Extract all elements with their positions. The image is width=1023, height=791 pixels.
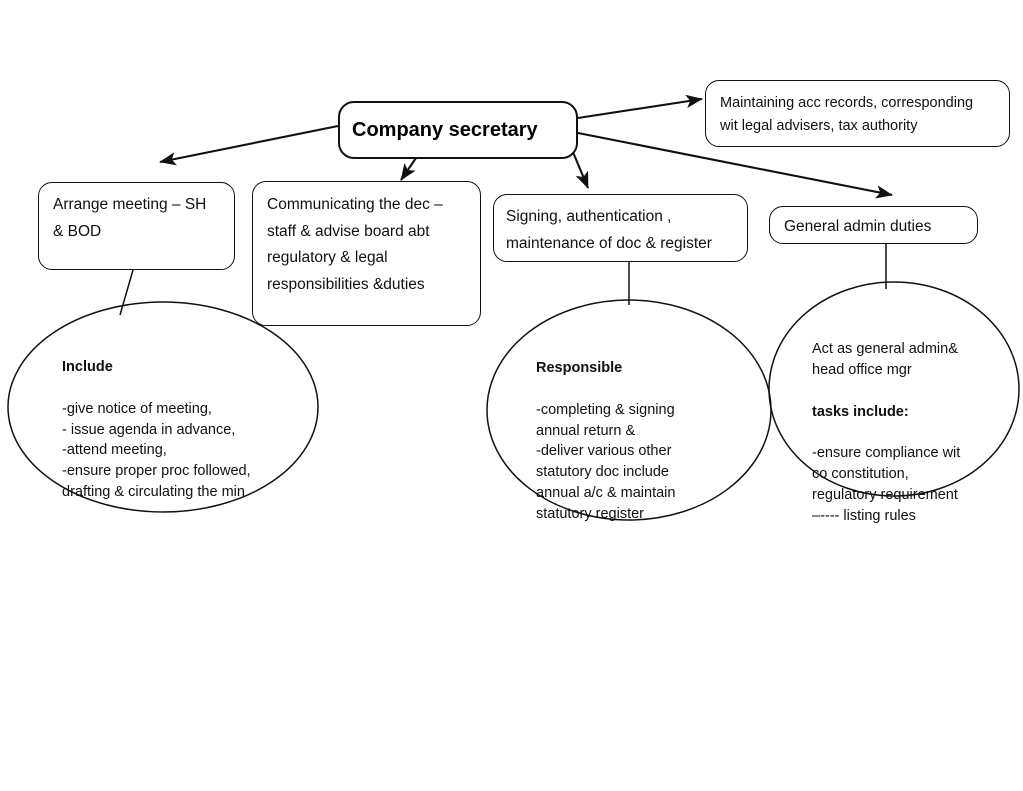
ellipse-responsible-heading: Responsible bbox=[536, 359, 623, 376]
node-general-admin-duties-label: General admin duties bbox=[784, 218, 932, 235]
ellipse-general-admin-detail-text: Act as general admin& head office mgr ta… bbox=[812, 318, 1023, 548]
node-signing-authentication-label: Signing, authentication , maintenance of… bbox=[506, 208, 712, 252]
node-company-secretary-label: Company secretary bbox=[352, 119, 538, 141]
node-accounting-records-label: Maintaining acc records, corresponding w… bbox=[720, 95, 974, 135]
node-signing-authentication[interactable]: Signing, authentication , maintenance of… bbox=[493, 194, 748, 262]
arrow-root-to-communicating bbox=[400, 157, 417, 181]
ellipse-general-admin-intro: Act as general admin& head office mgr bbox=[812, 340, 958, 378]
node-company-secretary[interactable]: Company secretary bbox=[338, 101, 578, 159]
node-general-admin-duties[interactable]: General admin duties bbox=[769, 206, 978, 244]
ellipse-responsible-text: Responsible -completing & signing annual… bbox=[536, 337, 756, 546]
node-communicating-label: Communicating the dec – staff & advise b… bbox=[267, 196, 443, 293]
ellipse-include-body: -give notice of meeting, - issue agenda … bbox=[62, 400, 251, 501]
node-communicating[interactable]: Communicating the dec – staff & advise b… bbox=[252, 181, 481, 326]
arrow-root-to-accounting bbox=[577, 94, 703, 120]
node-accounting-records[interactable]: Maintaining acc records, corresponding w… bbox=[705, 80, 1010, 147]
ellipse-general-admin-body: -ensure compliance wit co constitution, … bbox=[812, 445, 961, 524]
arrow-root-to-arrange-meeting bbox=[159, 124, 339, 166]
connector-arrange-meeting-to-include bbox=[119, 269, 134, 316]
ellipse-general-admin-heading: tasks include: bbox=[812, 403, 909, 420]
node-arrange-meeting[interactable]: Arrange meeting – SH & BOD bbox=[38, 182, 235, 270]
ellipse-include-text: Include -give notice of meeting, - issue… bbox=[62, 336, 327, 524]
node-arrange-meeting-label: Arrange meeting – SH & BOD bbox=[53, 196, 207, 240]
ellipse-responsible-body: -completing & signing annual return & -d… bbox=[536, 401, 676, 522]
ellipse-include-heading: Include bbox=[62, 358, 113, 375]
